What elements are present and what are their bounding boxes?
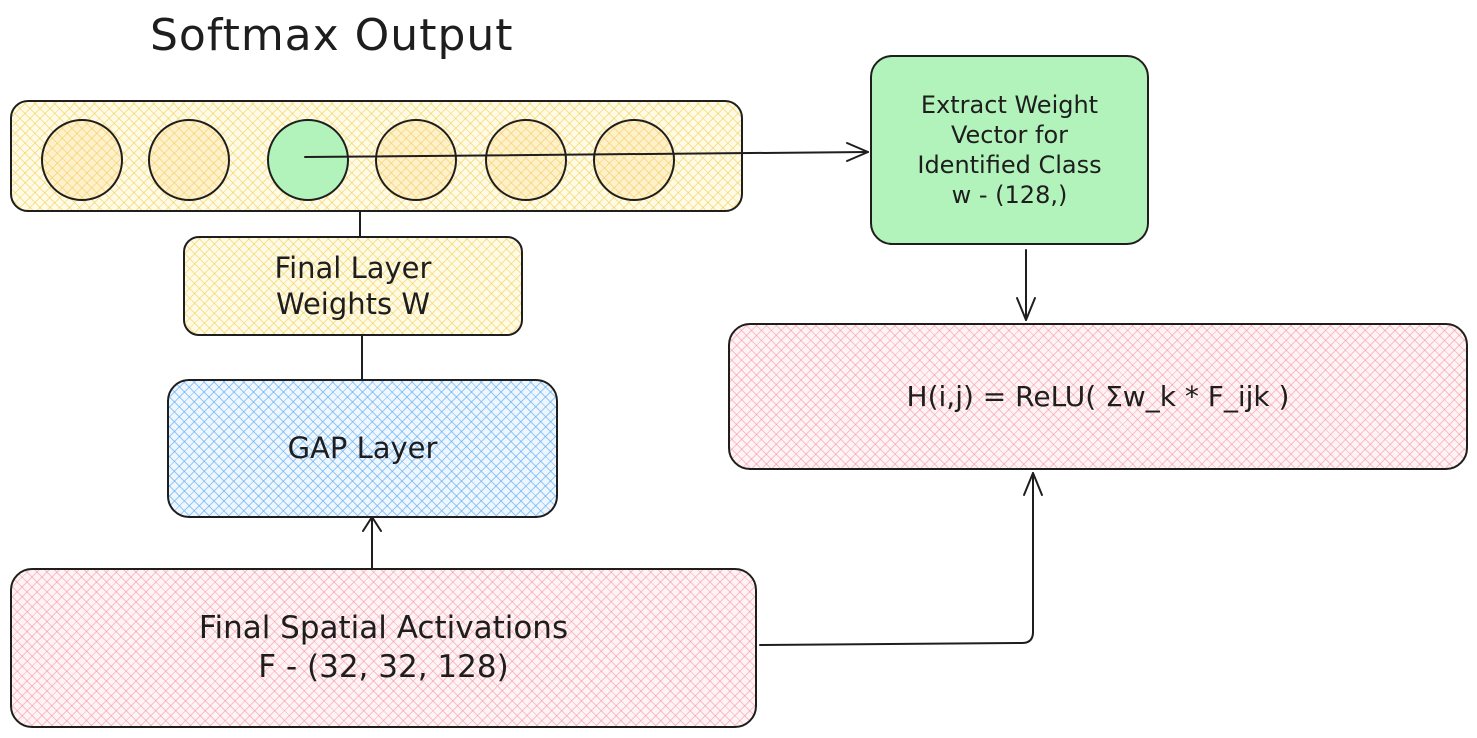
softmax-neuron-5	[485, 119, 567, 201]
final-spatial-activations-label: Final Spatial Activations F - (32, 32, 1…	[198, 610, 569, 685]
gap-layer-node: GAP Layer	[167, 379, 558, 518]
final-layer-weights-label: Final Layer Weights W	[274, 250, 432, 321]
softmax-neuron-1	[41, 119, 123, 201]
extract-weight-vector-label: Extract Weight Vector for Identified Cla…	[917, 91, 1102, 209]
diagram-title: Softmax Output	[150, 10, 514, 61]
softmax-neuron-2	[148, 119, 230, 201]
heatmap-formula-label: H(i,j) = ReLU( Σw_k * F_ijk )	[906, 380, 1290, 413]
extract-weight-vector-node: Extract Weight Vector for Identified Cla…	[870, 55, 1149, 245]
arrow-spatial-to-gap	[362, 516, 382, 569]
softmax-neuron-4	[375, 119, 457, 201]
arrow-spatial-to-formula	[759, 472, 1043, 646]
softmax-neuron-3-identified-class	[267, 119, 349, 201]
softmax-neuron-6	[593, 119, 675, 201]
softmax-output-layer	[10, 100, 743, 212]
arrow-extract-to-formula	[1016, 249, 1036, 321]
final-spatial-activations-node: Final Spatial Activations F - (32, 32, 1…	[10, 568, 757, 728]
heatmap-formula-node: H(i,j) = ReLU( Σw_k * F_ijk )	[728, 323, 1468, 470]
gap-layer-label: GAP Layer	[287, 431, 438, 466]
final-layer-weights-node: Final Layer Weights W	[183, 236, 523, 336]
